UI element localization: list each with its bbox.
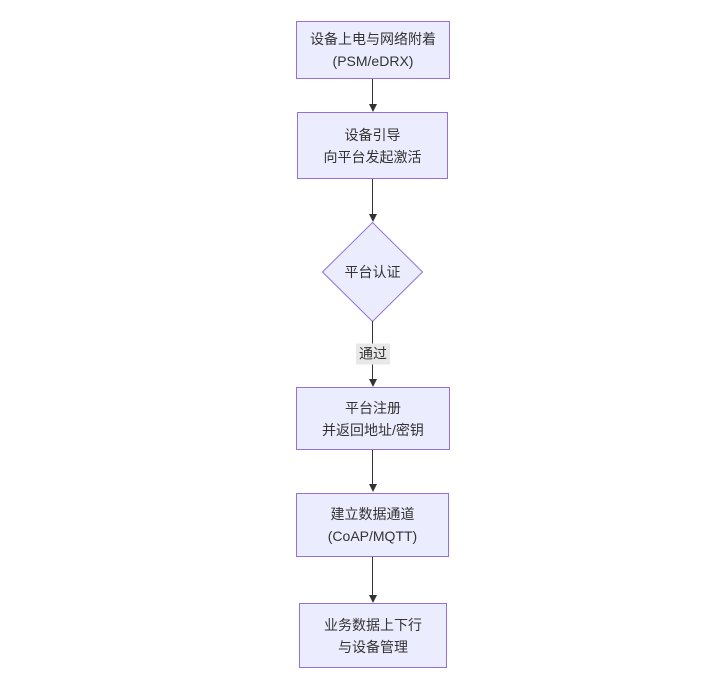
arrowhead-down-icon	[368, 104, 377, 112]
node-business-data-management: 业务数据上下行 与设备管理	[299, 603, 447, 668]
edge-label-pass: 通过	[356, 343, 390, 365]
node-platform-auth-decision: 平台认证	[322, 222, 423, 322]
node-device-bootstrap: 设备引导 向平台发起激活	[297, 112, 448, 179]
node-label: 设备上电与网络附着 (PSM/eDRX)	[310, 31, 436, 69]
node-label: 平台认证	[344, 264, 401, 280]
arrowhead-down-icon	[368, 379, 377, 387]
node-label: 建立数据通道 (CoAP/MQTT)	[327, 506, 418, 544]
node-platform-registration: 平台注册 并返回地址/密钥	[296, 387, 450, 450]
node-label: 业务数据上下行 与设备管理	[324, 616, 422, 655]
arrowhead-down-icon	[368, 484, 377, 492]
edge-line	[372, 79, 373, 105]
node-label: 设备引导 向平台发起激活	[323, 126, 422, 165]
node-device-power-attach: 设备上电与网络附着 (PSM/eDRX)	[296, 21, 450, 79]
edge-line	[372, 557, 373, 595]
arrowhead-down-icon	[368, 595, 377, 603]
edge-line	[372, 179, 373, 215]
node-label: 平台注册 并返回地址/密钥	[322, 399, 424, 438]
node-data-channel: 建立数据通道 (CoAP/MQTT)	[296, 493, 449, 557]
arrowhead-down-icon	[368, 214, 377, 222]
edge-line	[372, 450, 373, 485]
